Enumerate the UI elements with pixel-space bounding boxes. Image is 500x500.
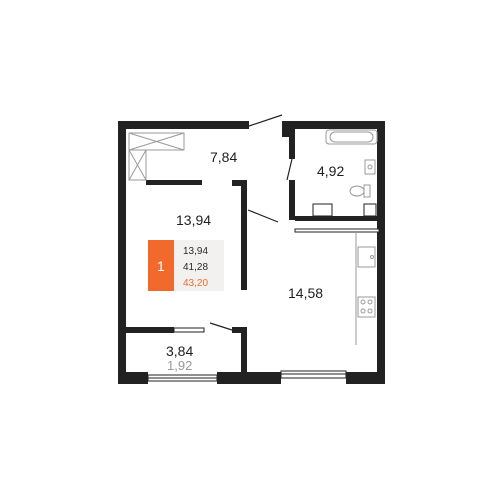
total-area-value: 43,20 xyxy=(183,278,208,289)
balcony-door xyxy=(173,327,205,333)
wall-balcony-top-right xyxy=(232,327,247,333)
wall-bath-bottom xyxy=(295,216,379,221)
wall-bath-top xyxy=(282,121,382,129)
wall-bath-left-upper xyxy=(289,129,295,159)
entrance-door xyxy=(248,114,283,127)
wall-bedroom-kitchen-upper xyxy=(241,180,247,290)
toilet-icon xyxy=(349,184,371,198)
balcony-area-label: 3,84 xyxy=(166,343,193,359)
bedroom-area-label: 13,94 xyxy=(176,212,211,228)
bathroom-door xyxy=(286,158,293,181)
doors xyxy=(209,114,293,331)
wall-left xyxy=(118,121,126,384)
hall-area-label: 7,84 xyxy=(210,149,237,165)
wall-bottom-3 xyxy=(346,372,385,384)
wall-hall-corner xyxy=(232,180,247,186)
wall-bath-left-lower xyxy=(289,180,295,220)
wall-bottom-1 xyxy=(118,372,148,384)
wall-balcony-top-left xyxy=(118,327,174,333)
info-card: 1 13,94 41,28 43,20 xyxy=(148,240,224,291)
kitchen-door xyxy=(247,209,279,223)
usable-area-value: 41,28 xyxy=(183,262,208,273)
windows xyxy=(147,327,347,382)
stove-icon xyxy=(357,296,376,318)
washing-machine-icon xyxy=(312,203,377,217)
balcony-door-swing xyxy=(209,322,233,331)
living-area-value: 13,94 xyxy=(183,246,208,257)
wall-wardrobe xyxy=(146,180,202,185)
bathtub-icon xyxy=(325,129,378,145)
bathroom-area-label: 4,92 xyxy=(317,163,344,179)
walls xyxy=(118,121,385,384)
sink-icon xyxy=(364,159,376,175)
wall-bedroom-kitchen-lower xyxy=(241,328,247,384)
kitchen-sink-icon xyxy=(357,246,376,268)
room-count-label: 1 xyxy=(157,258,165,274)
balcony-reduced-area-label: 1,92 xyxy=(167,358,192,373)
kitchen-area-label: 14,58 xyxy=(288,285,323,301)
room-count-badge xyxy=(148,240,174,291)
wall-right xyxy=(377,121,385,384)
wardrobe-cross-icon xyxy=(128,132,185,181)
bathroom-ledge xyxy=(294,228,380,233)
wall-bottom-2 xyxy=(217,372,281,384)
wall-top-left xyxy=(118,121,249,129)
